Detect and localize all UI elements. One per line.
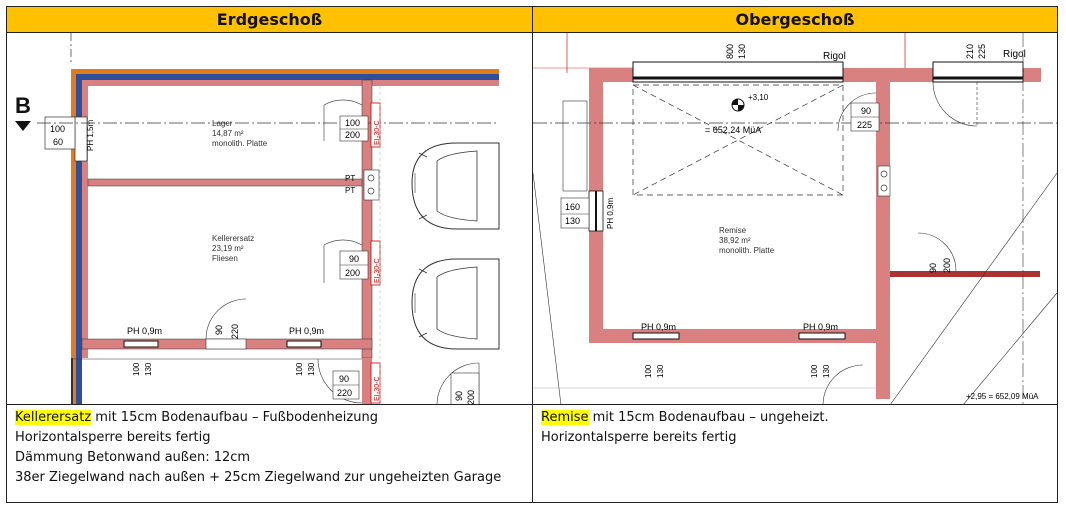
- note-line-1-text: mit 15cm Bodenaufbau – Fußbodenheizung: [91, 410, 378, 425]
- wl-a-r: 160: [565, 202, 580, 212]
- section-marker: B: [15, 93, 31, 118]
- wb-r-a-r: 100: [810, 364, 819, 378]
- tw-b: 130: [737, 44, 747, 59]
- rigol-1: Rigol: [823, 51, 846, 62]
- floorplan-obergeschoss-svg: 800 130 Rigol 210 225 Rigol +3,10 = 652,…: [533, 33, 1057, 405]
- highlight-kellerersatz: Kellerersatz: [15, 410, 92, 425]
- door4-a: 90: [339, 374, 349, 384]
- door1-a: 100: [345, 118, 360, 128]
- door5-b: 200: [466, 390, 476, 405]
- ph-bottom-right: PH 0,9m: [289, 326, 324, 336]
- note-line-1: Kellerersatz mit 15cm Bodenaufbau – Fußb…: [15, 408, 525, 428]
- remise-name: Remise: [719, 226, 747, 235]
- highlight-remise: Remise: [541, 410, 589, 425]
- note-line-2-r: Horizontalsperre bereits fertig: [541, 430, 737, 445]
- notes-obergeschoss: Remise mit 15cm Bodenaufbau – ungeheizt.…: [541, 408, 1051, 448]
- lager-floor: monolith. Platte: [212, 139, 268, 148]
- door2-a: 90: [349, 254, 359, 264]
- car-icon-1: [411, 142, 500, 230]
- wb-l-b-r: 130: [656, 364, 665, 378]
- ph-vertical-r: PH 0,9m: [606, 198, 615, 229]
- pt1: PT: [345, 174, 355, 183]
- wb-l-b: 130: [144, 362, 153, 376]
- ph-bottom-left-r: PH 0,9m: [641, 322, 676, 332]
- tw2-b: 225: [977, 44, 987, 59]
- header-erdgeschoss: Erdgeschoß: [7, 7, 533, 33]
- keller-floor: Fliesen: [212, 254, 238, 263]
- remise-floor: monolith. Platte: [719, 246, 775, 255]
- notes-erdgeschoss: Kellerersatz mit 15cm Bodenaufbau – Fußb…: [15, 408, 525, 488]
- fire-label-3: EI₂30-C: [374, 376, 381, 401]
- note-line-3: Dämmung Betonwand außen: 12cm: [15, 450, 251, 465]
- note-line-1-r-text: mit 15cm Bodenaufbau – ungeheizt.: [588, 410, 829, 425]
- door2-b: 200: [345, 268, 360, 278]
- rigol-2: Rigol: [1003, 49, 1026, 60]
- level-text: = 652,24 MüA: [705, 125, 761, 135]
- ph-bottom-right-r: PH 0,9m: [803, 322, 838, 332]
- floorplan-obergeschoss: 800 130 Rigol 210 225 Rigol +3,10 = 652,…: [533, 33, 1057, 405]
- note-line-4: 38er Ziegelwand nach außen + 25cm Ziegel…: [15, 470, 502, 485]
- door1-b: 200: [345, 130, 360, 140]
- fire-label-1: EI₂30-C: [374, 120, 381, 145]
- floorplan-erdgeschoss: B 100 60 PH 1,5m Lager 14,87 m: [7, 33, 533, 405]
- ph-vertical: PH 1,5m: [86, 120, 95, 151]
- lager-name: Lager: [212, 119, 233, 128]
- header-obergeschoss: Obergeschoß: [533, 7, 1057, 33]
- dt-a: 90: [861, 106, 871, 116]
- wl-b: 60: [53, 137, 63, 147]
- wb-r-a: 100: [295, 362, 304, 376]
- tw2-a: 210: [965, 44, 975, 59]
- remise-area: 38,92 m²: [719, 236, 751, 245]
- comparison-table: Erdgeschoß Obergeschoß B 100 60 PH 1: [6, 6, 1058, 503]
- note-line-1-r: Remise mit 15cm Bodenaufbau – ungeheizt.: [541, 408, 1051, 428]
- wb-r-b: 130: [307, 362, 316, 376]
- dt-b: 225: [857, 120, 872, 130]
- wb-l-a-r: 100: [644, 364, 653, 378]
- door4-b: 220: [337, 388, 352, 398]
- dr-a: 90: [928, 263, 938, 273]
- tw-a: 800: [725, 44, 735, 59]
- level-bottom: +2,95 = 652,09 MüA: [966, 392, 1039, 401]
- car-icon-2: [411, 258, 500, 350]
- wb-r-b-r: 130: [822, 364, 831, 378]
- door3-a: 90: [214, 325, 224, 335]
- dr-b: 200: [942, 258, 952, 273]
- floorplan-erdgeschoss-svg: B 100 60 PH 1,5m Lager 14,87 m: [7, 33, 532, 405]
- keller-area: 23,19 m²: [212, 244, 244, 253]
- lager-area: 14,87 m²: [212, 129, 244, 138]
- ph-bottom-left: PH 0,9m: [127, 326, 162, 336]
- wl-b-r: 130: [565, 216, 580, 226]
- keller-name: Kellerersatz: [212, 234, 254, 243]
- pt2: PT: [345, 186, 355, 195]
- door5-a: 90: [454, 391, 464, 401]
- door3-b: 220: [230, 324, 240, 339]
- fire-label-2: EI₂30-C: [374, 258, 381, 283]
- wl-a: 100: [50, 124, 65, 134]
- level-mark: +3,10: [748, 93, 769, 102]
- note-line-2: Horizontalsperre bereits fertig: [15, 430, 211, 445]
- wb-l-a: 100: [132, 362, 141, 376]
